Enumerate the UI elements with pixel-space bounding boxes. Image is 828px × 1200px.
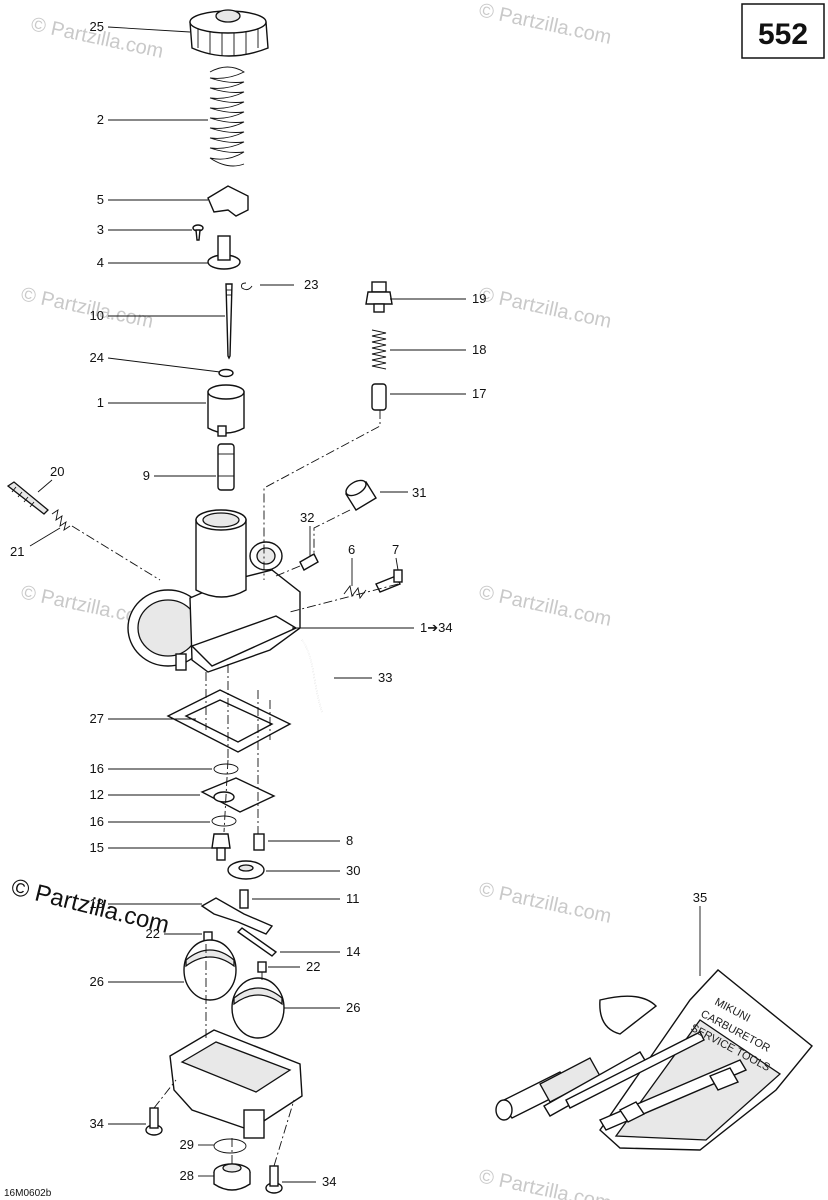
leader-lines [29, 26, 701, 1183]
part-fitting-assembly [365, 281, 393, 411]
part-cap-small [345, 479, 377, 511]
part-drain-plug [213, 1163, 251, 1191]
part-clip [241, 282, 253, 291]
part-pilot-screw [6, 481, 71, 532]
watermark: © Partzilla.com [477, 0, 613, 49]
callout-labels: 25 2 5 3 4 23 10 19 18 24 17 1 9 20 31 3… [10, 19, 707, 1189]
callout-9: 9 [143, 468, 150, 483]
part-plug-22b [257, 961, 267, 973]
page-number-box: 552 [741, 3, 825, 59]
part-float-26a [183, 939, 237, 1001]
callout-27: 27 [90, 711, 104, 726]
part-cap [189, 9, 269, 57]
callout-11: 11 [346, 891, 360, 906]
callout-1: 1 [97, 395, 104, 410]
callout-34-right: 34 [322, 1174, 336, 1189]
drawing-code: 16M0602b [4, 1188, 52, 1199]
part-main-jet-holder [211, 833, 231, 861]
part-plate [207, 185, 249, 217]
callout-14: 14 [346, 944, 360, 959]
part-pin-14 [236, 927, 278, 957]
page-number: 552 [758, 18, 808, 51]
callout-26-left: 26 [90, 974, 104, 989]
callout-6: 6 [348, 542, 355, 557]
callout-31: 31 [412, 485, 426, 500]
carburetor-body [127, 509, 301, 673]
part-oring-29 [213, 1138, 247, 1154]
callout-18: 18 [472, 342, 486, 357]
callout-35: 35 [693, 890, 707, 905]
part-screw-small [192, 224, 204, 241]
part-needle [225, 283, 233, 360]
watermark: © Partzilla.com [477, 1165, 613, 1200]
part-tool-kit: MIKUNI CARBURETOR SERVICE TOOLS [495, 969, 813, 1151]
part-gasket-27 [166, 689, 292, 753]
watermarks: © Partzilla.com © Partzilla.com © Partzi… [9, 0, 614, 1200]
part-needle-jet [217, 443, 235, 491]
part-holder [207, 235, 241, 270]
part-screw-34b [265, 1165, 283, 1194]
part-seat-30 [227, 860, 265, 880]
callout-5: 5 [97, 192, 104, 207]
callout-33: 33 [378, 670, 392, 685]
part-plate-12 [200, 777, 276, 813]
callout-8: 8 [346, 833, 353, 848]
callout-16-top: 16 [90, 761, 104, 776]
callout-25: 25 [90, 19, 104, 34]
callout-15: 15 [90, 840, 104, 855]
part-jet-32 [299, 553, 319, 571]
watermark: © Partzilla.com [477, 581, 613, 631]
part-float-26b [231, 977, 285, 1039]
callout-3: 3 [97, 222, 104, 237]
part-valve-11 [239, 889, 249, 909]
watermark: © Partzilla.com [19, 283, 155, 333]
callout-17: 17 [472, 386, 486, 401]
callout-1-34: 1➔34 [420, 620, 453, 635]
callout-10: 10 [90, 308, 104, 323]
callout-21: 21 [10, 544, 24, 559]
callout-2: 2 [97, 112, 104, 127]
part-spring [209, 66, 245, 167]
part-oring-top [213, 763, 239, 775]
watermark: © Partzilla.com [477, 878, 613, 928]
part-washer [218, 368, 234, 378]
float-bowl [169, 1029, 303, 1139]
callout-20: 20 [50, 464, 64, 479]
callout-30: 30 [346, 863, 360, 878]
callout-28: 28 [180, 1168, 194, 1183]
part-jet-8 [253, 833, 265, 851]
callout-32: 32 [300, 510, 314, 525]
callout-22-left: 22 [146, 926, 160, 941]
assembly-lines [71, 410, 399, 1167]
callout-4: 4 [97, 255, 104, 270]
part-hose [301, 639, 323, 713]
part-slide [207, 384, 245, 437]
callout-22-right: 22 [306, 959, 320, 974]
callout-24: 24 [90, 350, 104, 365]
part-screw-34a [145, 1107, 163, 1136]
watermark: © Partzilla.com [477, 283, 613, 333]
callout-13: 13 [90, 896, 104, 911]
part-arm-13 [200, 897, 274, 935]
callout-26-right: 26 [346, 1000, 360, 1015]
callout-12: 12 [90, 787, 104, 802]
callout-23: 23 [304, 277, 318, 292]
part-oring-bottom [211, 815, 237, 827]
callout-29: 29 [180, 1137, 194, 1152]
callout-34-left: 34 [90, 1116, 104, 1131]
callout-19: 19 [472, 291, 486, 306]
callout-7: 7 [392, 542, 399, 557]
part-spring-6 [343, 584, 367, 600]
callout-16-bottom: 16 [90, 814, 104, 829]
